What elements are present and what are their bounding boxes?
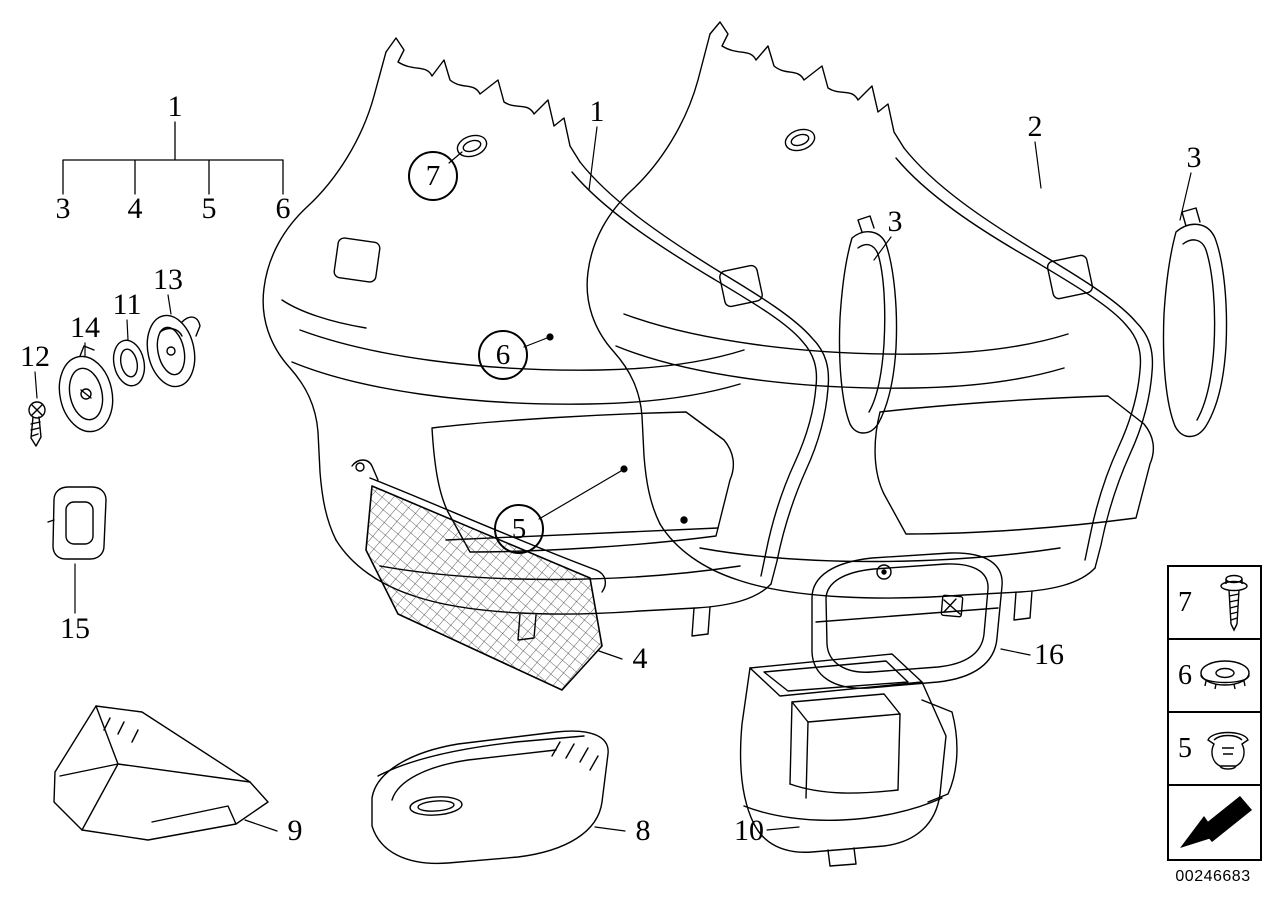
grommet-part-14-drawing (58, 345, 114, 433)
legend-item-label: 7 (1178, 586, 1192, 618)
tray-part-16-drawing (811, 552, 1003, 689)
grommet-part-15-drawing (47, 486, 107, 560)
screw-part-12-drawing (28, 401, 46, 447)
callout-group-3[interactable]: 3 (55, 192, 71, 225)
grommet-icon (1200, 659, 1250, 689)
callout-circled-5[interactable]: 5 (494, 504, 544, 554)
right-trim-panel-drawing (586, 21, 1155, 621)
callout-bracket-right-3[interactable]: 3 (1186, 141, 1202, 174)
callout-part-15[interactable]: 15 (60, 612, 90, 645)
callout-part-14[interactable]: 14 (70, 311, 100, 344)
callout-assembly-1[interactable]: 1 (167, 90, 183, 123)
legend-item-label: 6 (1178, 659, 1192, 691)
legend-item-7: 7 (1169, 567, 1260, 640)
callout-bracket-middle-3[interactable]: 3 (887, 205, 903, 238)
fastener-legend-panel: 7 6 5 (1167, 565, 1262, 861)
bracket-part-3-middle-drawing (838, 215, 898, 434)
callout-group-6[interactable]: 6 (275, 192, 291, 225)
ring-part-11-drawing (112, 339, 146, 387)
callout-circled-7[interactable]: 7 (408, 151, 458, 201)
callout-circled-6[interactable]: 6 (478, 330, 528, 380)
callout-part-16[interactable]: 16 (1034, 638, 1064, 671)
cover-part-13-drawing (146, 314, 201, 388)
expanding-nut-icon (1207, 731, 1249, 770)
compartment-part-10-drawing (739, 653, 958, 867)
legend-item-5: 5 (1169, 713, 1260, 786)
bracket-part-3-right-drawing (1162, 207, 1228, 438)
legend-item-direction (1169, 786, 1260, 859)
callout-part-11[interactable]: 11 (112, 288, 142, 321)
legend-item-label: 5 (1178, 732, 1192, 764)
callout-group-5[interactable]: 5 (201, 192, 217, 225)
callout-part-12[interactable]: 12 (20, 340, 50, 373)
document-number: 00246683 (1175, 868, 1251, 885)
callout-leader-lines (34, 126, 1192, 832)
callout-part-9[interactable]: 9 (287, 814, 303, 847)
direction-arrow-icon (1180, 795, 1252, 848)
screw-icon (1220, 574, 1248, 632)
trim-part-9-drawing (53, 705, 269, 841)
luggage-net-part-4-drawing (351, 459, 607, 691)
legend-item-6: 6 (1169, 640, 1260, 713)
callout-panel-right-2[interactable]: 2 (1027, 110, 1043, 143)
callout-part-4[interactable]: 4 (632, 642, 648, 675)
callout-part-10[interactable]: 10 (734, 814, 764, 847)
callout-panel-left-1[interactable]: 1 (589, 95, 605, 128)
callout-group-4[interactable]: 4 (127, 192, 143, 225)
trim-part-8-drawing (371, 730, 609, 865)
callout-group-bracket (62, 121, 284, 195)
callout-part-8[interactable]: 8 (635, 814, 651, 847)
callout-part-13[interactable]: 13 (153, 263, 183, 296)
